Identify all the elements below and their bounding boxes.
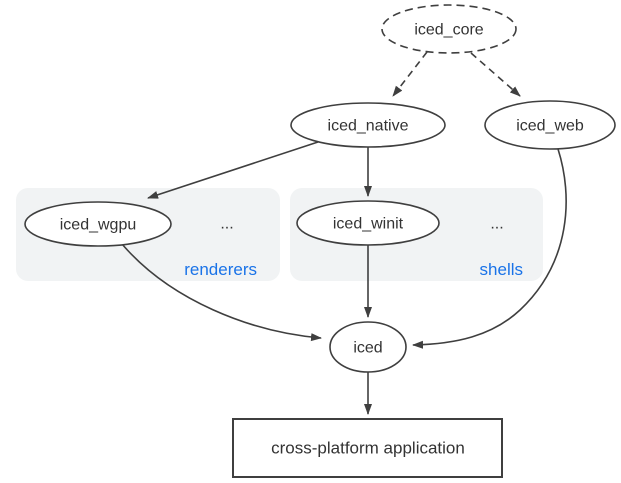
iced-wgpu-label: iced_wgpu <box>60 217 137 234</box>
edge-iced-core-to-iced-web <box>470 52 521 97</box>
edge-iced-wgpu-to-iced <box>121 243 322 342</box>
iced-native-ellipse <box>290 102 446 148</box>
node-iced: iced <box>329 321 407 373</box>
node-application: cross-platform application <box>232 418 503 478</box>
iced-core-ellipse <box>381 4 517 54</box>
iced-native-label: iced_native <box>328 118 409 135</box>
edge-iced-native-to-iced-wgpu <box>147 141 319 199</box>
node-iced-winit: iced_winit <box>296 200 440 246</box>
iced-core-label: iced_core <box>414 22 483 39</box>
renderers-ellipsis: ... <box>220 216 233 233</box>
iced-web-label: iced_web <box>516 118 584 135</box>
node-iced-native: iced_native <box>290 102 446 148</box>
iced-winit-label: iced_winit <box>333 216 404 233</box>
iced-web-ellipse <box>484 100 616 150</box>
node-iced-core: iced_core <box>381 4 517 54</box>
node-iced-web: iced_web <box>484 100 616 150</box>
node-iced-wgpu: iced_wgpu <box>24 201 172 247</box>
shells-group-label: shells <box>480 260 523 279</box>
iced-ellipse <box>329 321 407 373</box>
edge-iced-core-to-iced-native <box>392 51 428 97</box>
application-label: cross-platform application <box>271 439 465 458</box>
shells-ellipsis: ... <box>490 216 503 233</box>
iced-label: iced <box>353 340 382 357</box>
iced-winit-ellipse <box>296 200 440 246</box>
application-rect <box>232 418 503 478</box>
renderers-group-label: renderers <box>184 260 257 279</box>
iced-wgpu-ellipse <box>24 201 172 247</box>
edge-iced-web-to-iced <box>412 148 567 349</box>
